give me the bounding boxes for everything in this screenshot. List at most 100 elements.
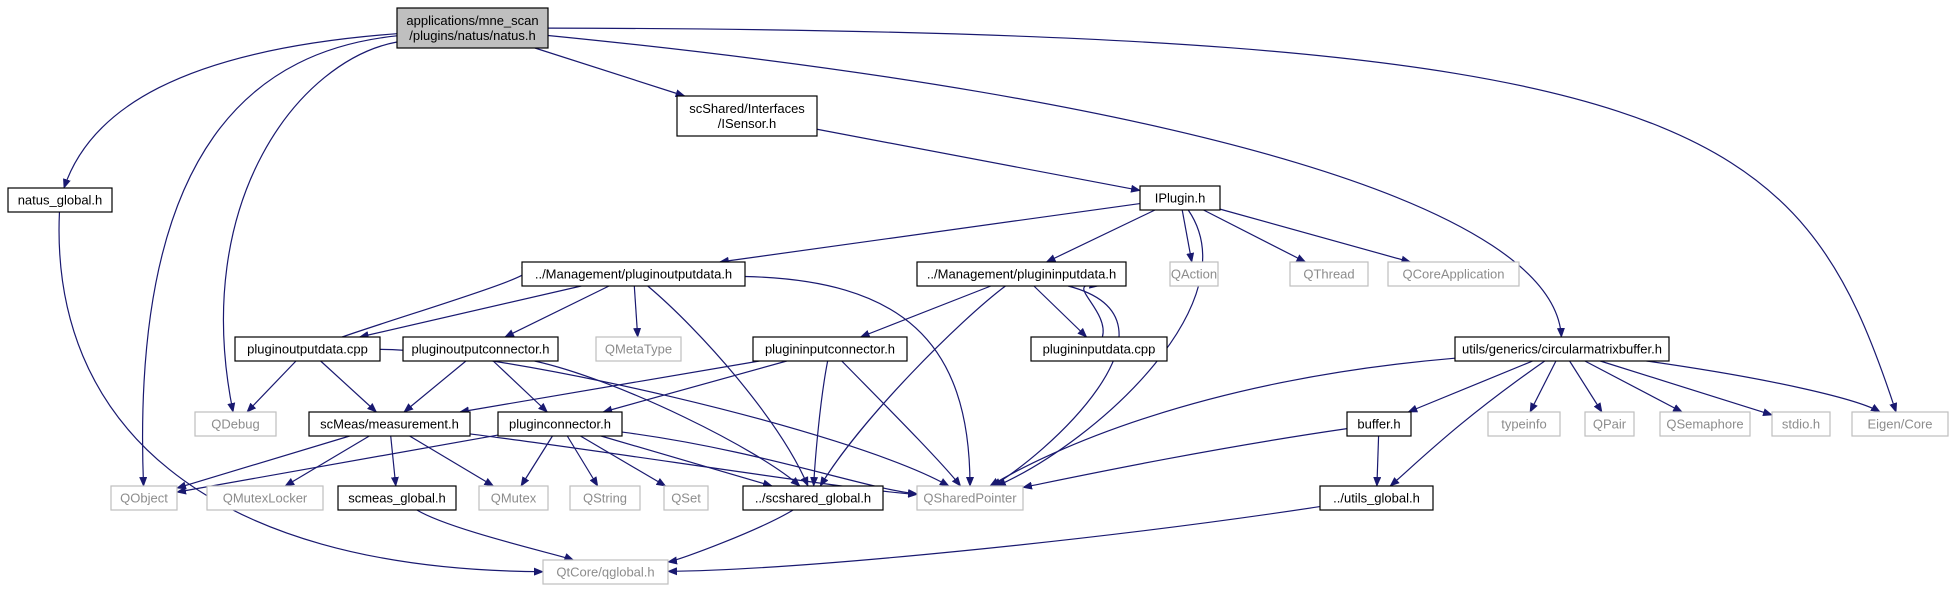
node-box	[1030, 336, 1168, 362]
node-stdio: stdio.h	[1771, 411, 1831, 437]
edge-natus-to-circbuf	[547, 34, 1565, 338]
node-plugoutconn[interactable]: pluginoutputconnector.h	[402, 336, 559, 362]
node-circbuf[interactable]: utils/generics/circularmatrixbuffer.h	[1454, 336, 1670, 362]
node-qobject: QObject	[110, 485, 178, 511]
node-box	[206, 485, 324, 511]
node-label: stdio.h	[1782, 417, 1820, 432]
node-box	[663, 485, 709, 511]
node-box	[521, 261, 746, 287]
node-label: QMutexLocker	[223, 491, 308, 506]
edge-pluginconnector-to-qmutex	[520, 435, 553, 487]
node-box	[7, 187, 113, 213]
node-qglobal: QtCore/qglobal.h	[542, 559, 669, 585]
node-plugoutdata-h[interactable]: ../Management/pluginoutputdata.h	[521, 261, 746, 287]
node-label: scMeas/measurement.h	[320, 417, 459, 432]
node-isensor[interactable]: scShared/Interfaces/ISensor.h	[676, 95, 818, 137]
edge-pluginconnector-to-scshared_global	[600, 435, 773, 488]
edge-isensor-to-iplugin	[816, 128, 1141, 193]
node-label: QMutex	[491, 491, 537, 506]
node-box	[308, 411, 471, 437]
node-label: applications/mne_scan	[406, 13, 538, 28]
node-qpair: QPair	[1584, 411, 1635, 437]
node-label: QPair	[1593, 417, 1627, 432]
edge-plugoutdata_cpp-to-qdebug	[246, 360, 297, 413]
node-qstring: QString	[569, 485, 641, 511]
edge-scshared_global-to-qglobal	[667, 509, 794, 565]
node-box	[595, 336, 682, 362]
node-label: QDebug	[211, 417, 259, 432]
edges-layer	[58, 27, 1898, 576]
node-iplugin[interactable]: IPlugin.h	[1139, 185, 1221, 211]
node-natus-global[interactable]: natus_global.h	[7, 187, 113, 213]
node-box	[1319, 485, 1434, 511]
edge-measurement-to-qmutexlocker	[284, 435, 370, 487]
edge-plugoutconn-to-scshared_global	[534, 360, 801, 487]
node-qmutex: QMutex	[478, 485, 549, 511]
node-label: plugininputconnector.h	[765, 342, 895, 357]
edge-circbuf-to-utils_global	[1389, 360, 1546, 487]
node-measurement[interactable]: scMeas/measurement.h	[308, 411, 471, 437]
node-box	[1387, 261, 1520, 287]
node-label: QString	[583, 491, 627, 506]
node-pluginputdata-cpp[interactable]: plugininputdata.cpp	[1030, 336, 1168, 362]
node-pluginputdata-h[interactable]: ../Management/plugininputdata.h	[916, 261, 1127, 287]
node-box	[1346, 411, 1412, 437]
node-utils-global[interactable]: ../utils_global.h	[1319, 485, 1434, 511]
node-eigen: Eigen/Core	[1851, 411, 1949, 437]
edge-iplugin-to-plugoutdata_h	[718, 202, 1141, 265]
node-label: pluginoutputconnector.h	[411, 342, 549, 357]
edge-pluginconnector-to-qstring	[566, 435, 599, 487]
node-box	[1454, 336, 1670, 362]
node-label: /plugins/natus/natus.h	[409, 28, 535, 43]
node-label: ../scshared_global.h	[755, 491, 871, 506]
edge-circbuf-to-stdio	[1600, 360, 1773, 417]
node-label: IPlugin.h	[1155, 191, 1206, 206]
node-box	[1584, 411, 1635, 437]
edge-pluginconnector-to-qsharedpointer	[621, 431, 918, 498]
node-box	[916, 485, 1024, 511]
edge-measurement-to-qobject	[176, 435, 350, 490]
node-box	[396, 7, 549, 49]
edge-pluginputdata_h-to-scshared_global	[819, 285, 1006, 487]
node-plugoutdata-cpp[interactable]: pluginoutputdata.cpp	[234, 336, 381, 362]
node-pluginconnector[interactable]: pluginconnector.h	[497, 411, 623, 437]
edge-plugoutdata_cpp-to-plugoutdata_h	[341, 264, 532, 338]
edge-iplugin-to-qaction	[1181, 209, 1195, 263]
node-qsemaphore: QSemaphore	[1659, 411, 1751, 437]
node-box	[742, 485, 884, 511]
node-qset: QSet	[663, 485, 709, 511]
node-box	[1169, 261, 1219, 287]
node-buffer[interactable]: buffer.h	[1346, 411, 1412, 437]
node-label: QMetaType	[605, 342, 672, 357]
node-scshared-global[interactable]: ../scshared_global.h	[742, 485, 884, 511]
edge-measurement-to-scmeas_global	[390, 435, 399, 487]
edge-pluginconn_in-to-qsharedpointer	[841, 360, 962, 487]
node-qdebug: QDebug	[194, 411, 277, 437]
node-scmeas-global[interactable]: scmeas_global.h	[337, 485, 457, 511]
edge-circbuf-to-typeinfo	[1529, 360, 1557, 413]
node-box	[402, 336, 559, 362]
edge-natus_global-to-qglobal	[58, 211, 544, 576]
node-box	[1771, 411, 1831, 437]
node-label: QSemaphore	[1666, 417, 1743, 432]
node-box	[676, 95, 818, 137]
node-label: QtCore/qglobal.h	[556, 565, 654, 580]
edge-plugoutdata_cpp-to-measurement	[320, 360, 378, 413]
node-box	[1851, 411, 1949, 437]
edge-natus-to-natus_global	[63, 33, 398, 189]
edge-iplugin-to-qsharedpointer	[995, 209, 1204, 487]
node-qaction: QAction	[1169, 261, 1219, 287]
node-label: pluginconnector.h	[509, 417, 611, 432]
node-label: plugininputdata.cpp	[1043, 342, 1156, 357]
edge-pluginconn_in-to-measurement	[458, 360, 760, 415]
node-qsharedpointer: QSharedPointer	[916, 485, 1024, 511]
edge-pluginputdata_cpp-to-pluginputdata_h	[1083, 280, 1104, 338]
node-natus[interactable]: applications/mne_scan/plugins/natus/natu…	[396, 7, 549, 49]
node-pluginconn-in[interactable]: plugininputconnector.h	[752, 336, 908, 362]
node-box	[752, 336, 908, 362]
edge-iplugin-to-pluginputdata_h	[1045, 209, 1156, 263]
edge-plugoutdata_h-to-qmetatype	[633, 285, 642, 338]
node-qmutexlocker: QMutexLocker	[206, 485, 324, 511]
node-label: /ISensor.h	[718, 116, 777, 131]
